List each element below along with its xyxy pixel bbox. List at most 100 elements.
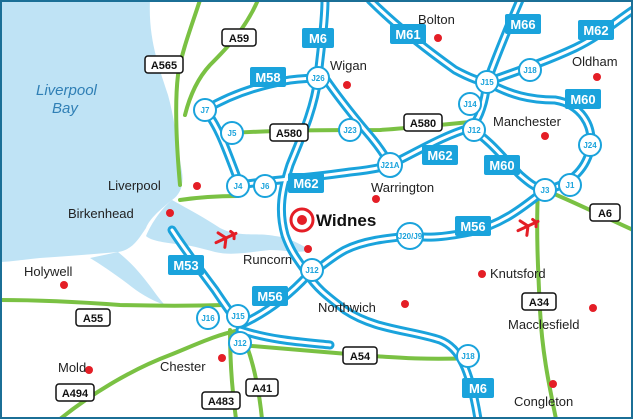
svg-text:A6: A6 bbox=[598, 208, 612, 220]
junction-j4: J4 bbox=[226, 174, 250, 198]
svg-text:J12: J12 bbox=[467, 126, 481, 135]
svg-text:M58: M58 bbox=[255, 70, 280, 85]
motorway-label-m53: M53 bbox=[168, 255, 204, 275]
motorway-label-m66: M66 bbox=[505, 14, 541, 34]
town-dot-liverpool bbox=[193, 182, 201, 190]
sea-area bbox=[0, 0, 183, 262]
a-road-label-a34: A34 bbox=[521, 292, 557, 311]
motorway-label-m58: M58 bbox=[250, 67, 286, 87]
motorway-label-m6-south: M6 bbox=[462, 378, 494, 398]
focus-label-widnes: Widnes bbox=[316, 211, 376, 230]
svg-text:A494: A494 bbox=[62, 388, 89, 400]
motorway-label-m62-west: M62 bbox=[288, 173, 324, 193]
town-label-knutsford: Knutsford bbox=[490, 266, 546, 281]
town-label-manchester: Manchester bbox=[493, 114, 562, 129]
svg-text:A565: A565 bbox=[151, 60, 177, 72]
motorway-label-m62-mid: M62 bbox=[422, 145, 458, 165]
svg-text:A34: A34 bbox=[529, 297, 550, 309]
town-label-congleton: Congleton bbox=[514, 394, 573, 409]
junction-j26: J26 bbox=[306, 66, 330, 90]
airport-icon bbox=[516, 217, 540, 237]
town-label-runcorn: Runcorn bbox=[243, 252, 292, 267]
town-dot-manchester bbox=[541, 132, 549, 140]
sea-label-line1: Liverpool bbox=[36, 82, 98, 99]
motorway-label-m6-north: M6 bbox=[302, 28, 334, 48]
svg-text:M62: M62 bbox=[583, 23, 608, 38]
a-road-label-a494: A494 bbox=[55, 383, 95, 402]
svg-text:M61: M61 bbox=[395, 27, 420, 42]
town-dot-congleton bbox=[549, 380, 557, 388]
junction-j15-south: J15 bbox=[226, 304, 250, 328]
town-label-macclesfield: Macclesfield bbox=[508, 317, 580, 332]
town-dot-birkenhead bbox=[166, 209, 174, 217]
svg-text:J3: J3 bbox=[541, 186, 550, 195]
svg-text:A59: A59 bbox=[229, 33, 249, 45]
a-road-label-a6: A6 bbox=[589, 203, 621, 222]
svg-text:J7: J7 bbox=[201, 106, 210, 115]
town-dot-wigan bbox=[343, 81, 351, 89]
svg-text:M62: M62 bbox=[293, 176, 318, 191]
svg-text:J24: J24 bbox=[583, 141, 597, 150]
svg-text:J20/J9: J20/J9 bbox=[398, 232, 423, 241]
junction-j1: J1 bbox=[558, 173, 582, 197]
town-label-northwich: Northwich bbox=[318, 300, 376, 315]
junction-j3: J3 bbox=[533, 178, 557, 202]
junction-j23: J23 bbox=[338, 118, 362, 142]
junction-j18-south: J18 bbox=[456, 344, 480, 368]
junction-j12-chester: J12 bbox=[228, 331, 252, 355]
svg-text:J16: J16 bbox=[201, 314, 215, 323]
towns: Bolton Wigan Oldham Manchester Liverpool… bbox=[24, 12, 618, 409]
motorway-label-m56-west: M56 bbox=[252, 286, 288, 306]
junction-j20-j9: J20/J9 bbox=[396, 222, 424, 250]
svg-text:J12: J12 bbox=[233, 339, 247, 348]
town-dot-warrington bbox=[372, 195, 380, 203]
junction-j12-east: J12 bbox=[462, 118, 486, 142]
mersey-estuary bbox=[146, 200, 310, 254]
town-label-wigan: Wigan bbox=[330, 58, 367, 73]
a55-road bbox=[0, 298, 227, 308]
junction-j21a: J21A bbox=[377, 152, 403, 178]
svg-text:M60: M60 bbox=[489, 158, 514, 173]
a-road-label-a580-east: A580 bbox=[403, 113, 443, 132]
junctions: J26 J7 J5 J23 J15 J18 J14 J12 J24 J21A J… bbox=[193, 58, 602, 368]
town-dot-macclesfield bbox=[589, 304, 597, 312]
motorway-label-m61: M61 bbox=[390, 24, 426, 44]
motorway-label-m60-east: M60 bbox=[565, 89, 601, 109]
svg-text:M66: M66 bbox=[510, 17, 535, 32]
svg-text:J23: J23 bbox=[343, 126, 357, 135]
town-dot-holywell bbox=[60, 281, 68, 289]
motorway-label-m60-south: M60 bbox=[484, 155, 520, 175]
svg-text:J18: J18 bbox=[523, 66, 537, 75]
junction-j16: J16 bbox=[196, 306, 220, 330]
svg-text:A55: A55 bbox=[83, 313, 103, 325]
svg-text:J18: J18 bbox=[461, 352, 475, 361]
a-road-label-a483: A483 bbox=[201, 391, 241, 410]
svg-text:M60: M60 bbox=[570, 92, 595, 107]
a-road-label-a59: A59 bbox=[221, 28, 257, 47]
junction-j14: J14 bbox=[458, 92, 482, 116]
a-road-label-a54: A54 bbox=[342, 346, 378, 365]
town-label-mold: Mold bbox=[58, 360, 86, 375]
town-label-bolton: Bolton bbox=[418, 12, 455, 27]
svg-text:M6: M6 bbox=[469, 381, 487, 396]
a59-road bbox=[183, 0, 260, 117]
town-dot-northwich bbox=[401, 300, 409, 308]
svg-text:J21A: J21A bbox=[380, 161, 399, 170]
focus-marker-widnes bbox=[289, 207, 315, 233]
a-road-label-a41: A41 bbox=[245, 378, 279, 397]
junction-j7: J7 bbox=[193, 98, 217, 122]
svg-text:M56: M56 bbox=[257, 289, 282, 304]
a-road-label-a580-west: A580 bbox=[269, 123, 309, 142]
junction-j24: J24 bbox=[578, 133, 602, 157]
town-label-holywell: Holywell bbox=[24, 264, 73, 279]
junction-j18-north: J18 bbox=[518, 58, 542, 82]
svg-text:J1: J1 bbox=[566, 181, 575, 190]
airport-icon bbox=[214, 229, 238, 249]
junction-j12-runcorn: J12 bbox=[300, 258, 324, 282]
junction-j15-north: J15 bbox=[475, 70, 499, 94]
town-dot-knutsford bbox=[478, 270, 486, 278]
town-label-oldham: Oldham bbox=[572, 54, 618, 69]
svg-text:A483: A483 bbox=[208, 396, 234, 408]
town-dot-chester bbox=[218, 354, 226, 362]
